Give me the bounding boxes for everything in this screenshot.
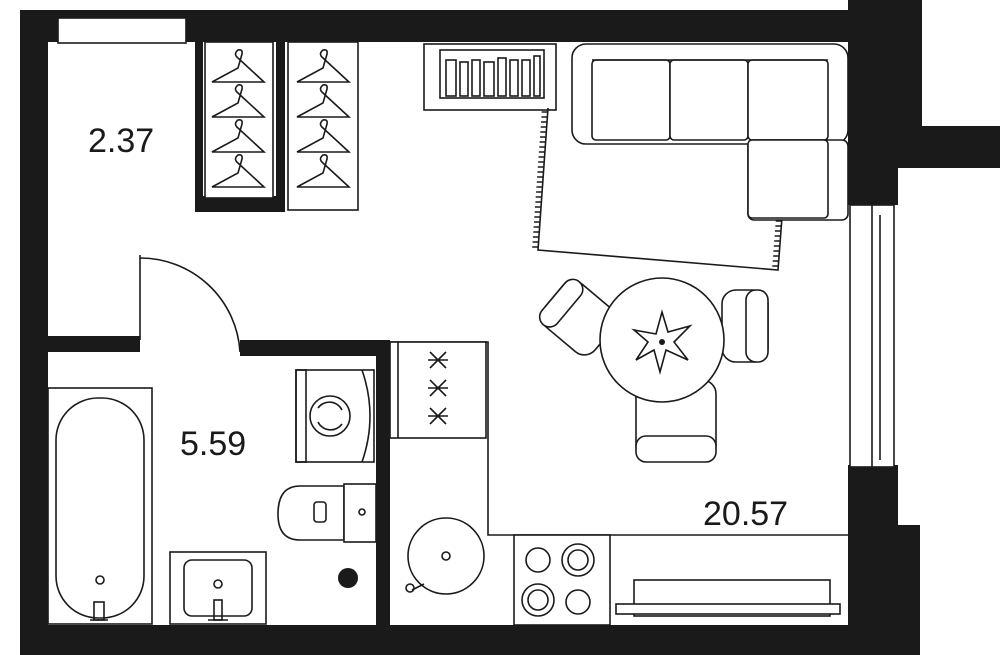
- wardrobe-rack-right: [287, 41, 359, 211]
- hanger-icon: [296, 119, 352, 153]
- sink-icon: [169, 551, 267, 625]
- hanger-icon: [211, 119, 267, 153]
- floor-drain-icon: [338, 568, 358, 588]
- outer-walls: [20, 0, 1000, 655]
- hanger-icon: [296, 49, 352, 83]
- hangers-left: [211, 49, 267, 188]
- hanger-icon: [296, 154, 352, 188]
- window-top-left: [57, 17, 187, 44]
- hanger-icon: [296, 84, 352, 118]
- hanger-icon: [211, 84, 267, 118]
- hangers-right: [296, 49, 352, 188]
- hood-mark: [428, 379, 448, 397]
- stove-icon: [513, 534, 611, 626]
- hanger-icon: [211, 154, 267, 188]
- area-label-bathroom: 5.59: [180, 425, 246, 463]
- hood-mark: [428, 407, 448, 425]
- area-label-wardrobe: 2.37: [88, 122, 154, 160]
- toilet-icon: [277, 483, 377, 543]
- washing-machine-icon: [295, 369, 375, 463]
- sofa-icon: [571, 43, 849, 221]
- shelf-icon: [423, 43, 557, 111]
- sink-icon-kitchen: [405, 517, 485, 595]
- bathroom-door: [139, 255, 241, 353]
- kitchen-counter: [389, 341, 851, 625]
- counter-bar: [615, 579, 841, 617]
- bathtub-icon: [47, 387, 153, 625]
- window-right: [849, 204, 895, 468]
- hanger-icon: [211, 49, 267, 83]
- dining-table-icon: [538, 277, 769, 463]
- hood-mark: [428, 351, 448, 369]
- area-label-living: 20.57: [703, 495, 788, 533]
- interior-walls: [20, 42, 390, 630]
